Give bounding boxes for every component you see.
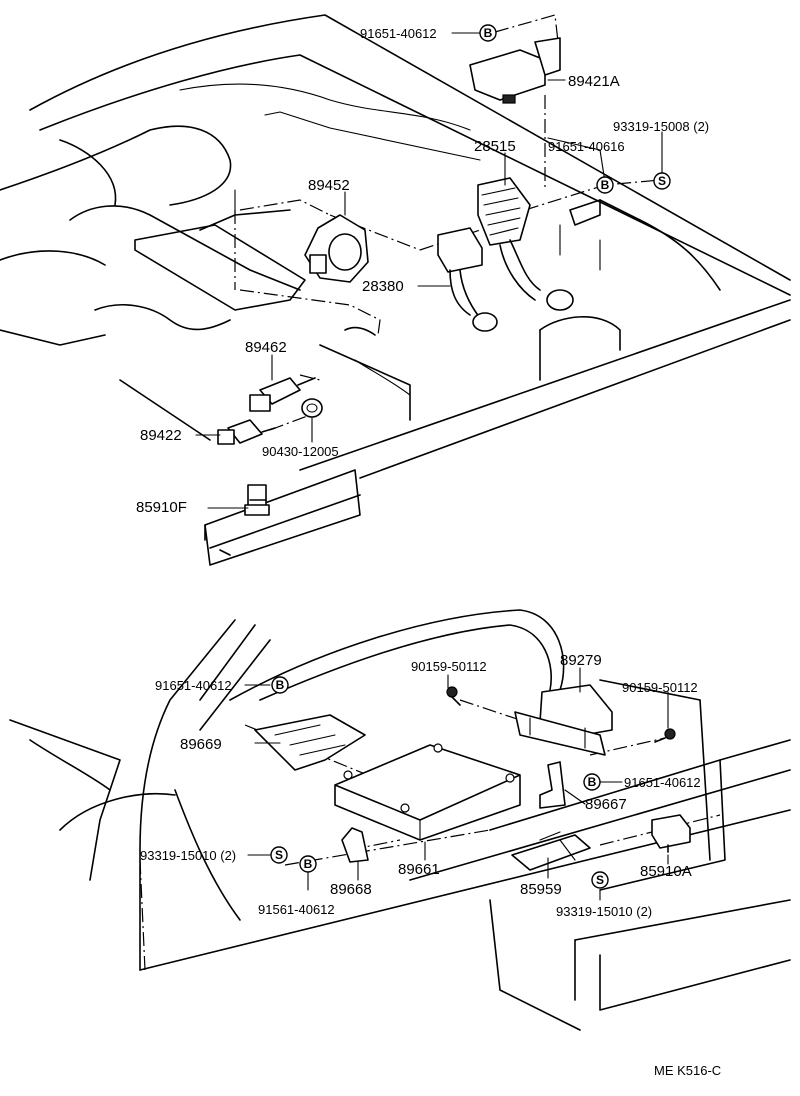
part-90430-12005-drawing <box>301 398 323 418</box>
label-85959: 85959 <box>520 881 562 898</box>
symbol-b-top-1: B <box>479 24 497 42</box>
svg-text:S: S <box>658 174 666 188</box>
symbol-s-bottom-2: S <box>591 871 609 889</box>
svg-text:B: B <box>484 26 493 40</box>
label-91651-40612-top: 91651-40612 <box>360 26 437 41</box>
symbol-b-bottom-2: B <box>583 773 601 791</box>
label-89279: 89279 <box>560 652 602 669</box>
label-93319-15010-right: 93319-15010 (2) <box>556 904 652 919</box>
part-89452-drawing <box>304 214 369 283</box>
label-91651-40612-right: 91651-40612 <box>624 775 701 790</box>
symbol-s-top: S <box>653 172 671 190</box>
part-28380-drawing <box>437 227 498 332</box>
part-28515-drawing <box>477 177 574 311</box>
part-89421A-drawing <box>469 37 561 104</box>
label-89668: 89668 <box>330 881 372 898</box>
label-91651-40612-left: 91651-40612 <box>155 678 232 693</box>
symbol-s-bottom-1: S <box>270 846 288 864</box>
part-85959-drawing <box>511 831 591 871</box>
label-85910F: 85910F <box>136 499 187 516</box>
part-89661-ecu-drawing <box>334 743 521 841</box>
symbol-b-top-2: B <box>596 176 614 194</box>
engine-bay-outline <box>0 14 791 566</box>
svg-text:B: B <box>304 857 313 871</box>
part-85910A-drawing <box>651 814 691 853</box>
part-89667-drawing <box>539 761 566 809</box>
diagram-code: ME K516-C <box>654 1063 721 1078</box>
label-leaders <box>195 32 669 901</box>
symbol-b-bottom-1: B <box>271 676 289 694</box>
label-90159-50112-right: 90159-50112 <box>622 680 698 695</box>
svg-text:B: B <box>588 775 597 789</box>
label-89421A: 89421A <box>568 73 620 90</box>
label-28380: 28380 <box>362 278 404 295</box>
label-89452: 89452 <box>308 177 350 194</box>
label-89669: 89669 <box>180 736 222 753</box>
svg-text:S: S <box>596 873 604 887</box>
part-89668-drawing <box>341 827 369 863</box>
label-91651-40616: 91651-40616 <box>548 139 625 154</box>
label-28515: 28515 <box>474 138 516 155</box>
label-85910A: 85910A <box>640 863 692 880</box>
part-89669-drawing <box>254 714 366 771</box>
label-91561-40612: 91561-40612 <box>258 902 335 917</box>
svg-text:B: B <box>601 178 610 192</box>
svg-text:S: S <box>275 848 283 862</box>
svg-text:B: B <box>276 678 285 692</box>
label-89661: 89661 <box>398 861 440 878</box>
part-89462-drawing <box>249 377 316 412</box>
label-89462: 89462 <box>245 339 287 356</box>
bolt-drawings <box>446 686 676 743</box>
label-89667: 89667 <box>585 796 627 813</box>
label-93319-15010-left: 93319-15010 (2) <box>140 848 236 863</box>
part-89422-drawing <box>217 419 276 445</box>
label-93319-15008: 93319-15008 (2) <box>613 119 709 134</box>
label-90159-50112-left: 90159-50112 <box>411 659 487 674</box>
part-85910F-drawing <box>244 484 270 516</box>
label-90430-12005: 90430-12005 <box>262 444 339 459</box>
part-89279-drawing <box>514 684 613 756</box>
symbol-b-bottom-3: B <box>299 855 317 873</box>
label-89422: 89422 <box>140 427 182 444</box>
